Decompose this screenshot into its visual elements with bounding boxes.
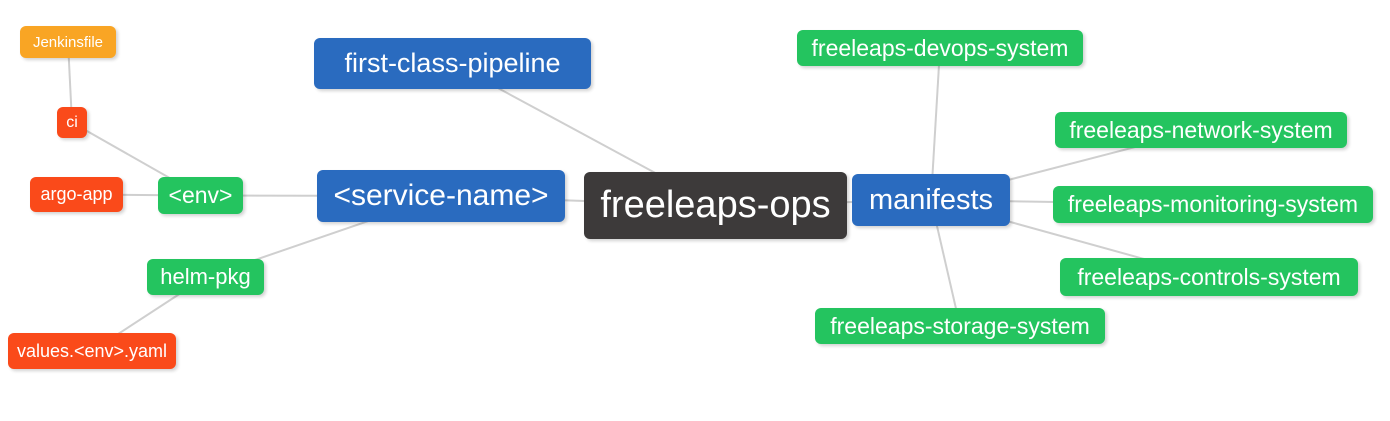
node-freeleaps-devops-system[interactable]: freeleaps-devops-system: [797, 30, 1083, 66]
node-label: argo-app: [40, 184, 113, 204]
node-label: Jenkinsfile: [32, 33, 104, 51]
node-label: freeleaps-devops-system: [811, 34, 1069, 61]
node-argo-app[interactable]: argo-app: [30, 177, 123, 212]
node-label: helm-pkg: [160, 264, 251, 289]
node-label: manifests: [868, 183, 994, 216]
node-freeleaps-monitoring-system[interactable]: freeleaps-monitoring-system: [1053, 186, 1373, 223]
node-jenkinsfile[interactable]: Jenkinsfile: [20, 26, 116, 58]
node-label: freeleaps-monitoring-system: [1067, 191, 1359, 217]
node-first-class-pipeline[interactable]: first-class-pipeline: [314, 38, 591, 89]
node-ci[interactable]: ci: [57, 107, 87, 138]
node-freeleaps-controls-system[interactable]: freeleaps-controls-system: [1060, 258, 1358, 296]
node-values-env-yaml[interactable]: values.<env>.yaml: [8, 333, 176, 369]
node-manifests[interactable]: manifests: [852, 174, 1010, 226]
node-label: first-class-pipeline: [344, 48, 561, 78]
node-helm-pkg[interactable]: helm-pkg: [147, 259, 264, 295]
node-label: <service-name>: [333, 179, 549, 212]
node-label: freeleaps-storage-system: [830, 312, 1090, 339]
node-label: <env>: [168, 182, 233, 208]
node-label: ci: [66, 113, 78, 131]
node-freeleaps-network-system[interactable]: freeleaps-network-system: [1055, 112, 1347, 148]
node-service-name[interactable]: <service-name>: [317, 170, 565, 222]
node-label: freeleaps-ops: [600, 184, 831, 226]
node-label: freeleaps-controls-system: [1077, 263, 1341, 290]
node-label: values.<env>.yaml: [16, 340, 168, 361]
node-label: freeleaps-network-system: [1069, 116, 1333, 143]
node-env[interactable]: <env>: [158, 177, 243, 214]
node-freeleaps-storage-system[interactable]: freeleaps-storage-system: [815, 308, 1105, 344]
node-freeleaps-ops-root[interactable]: freeleaps-ops: [584, 172, 847, 239]
